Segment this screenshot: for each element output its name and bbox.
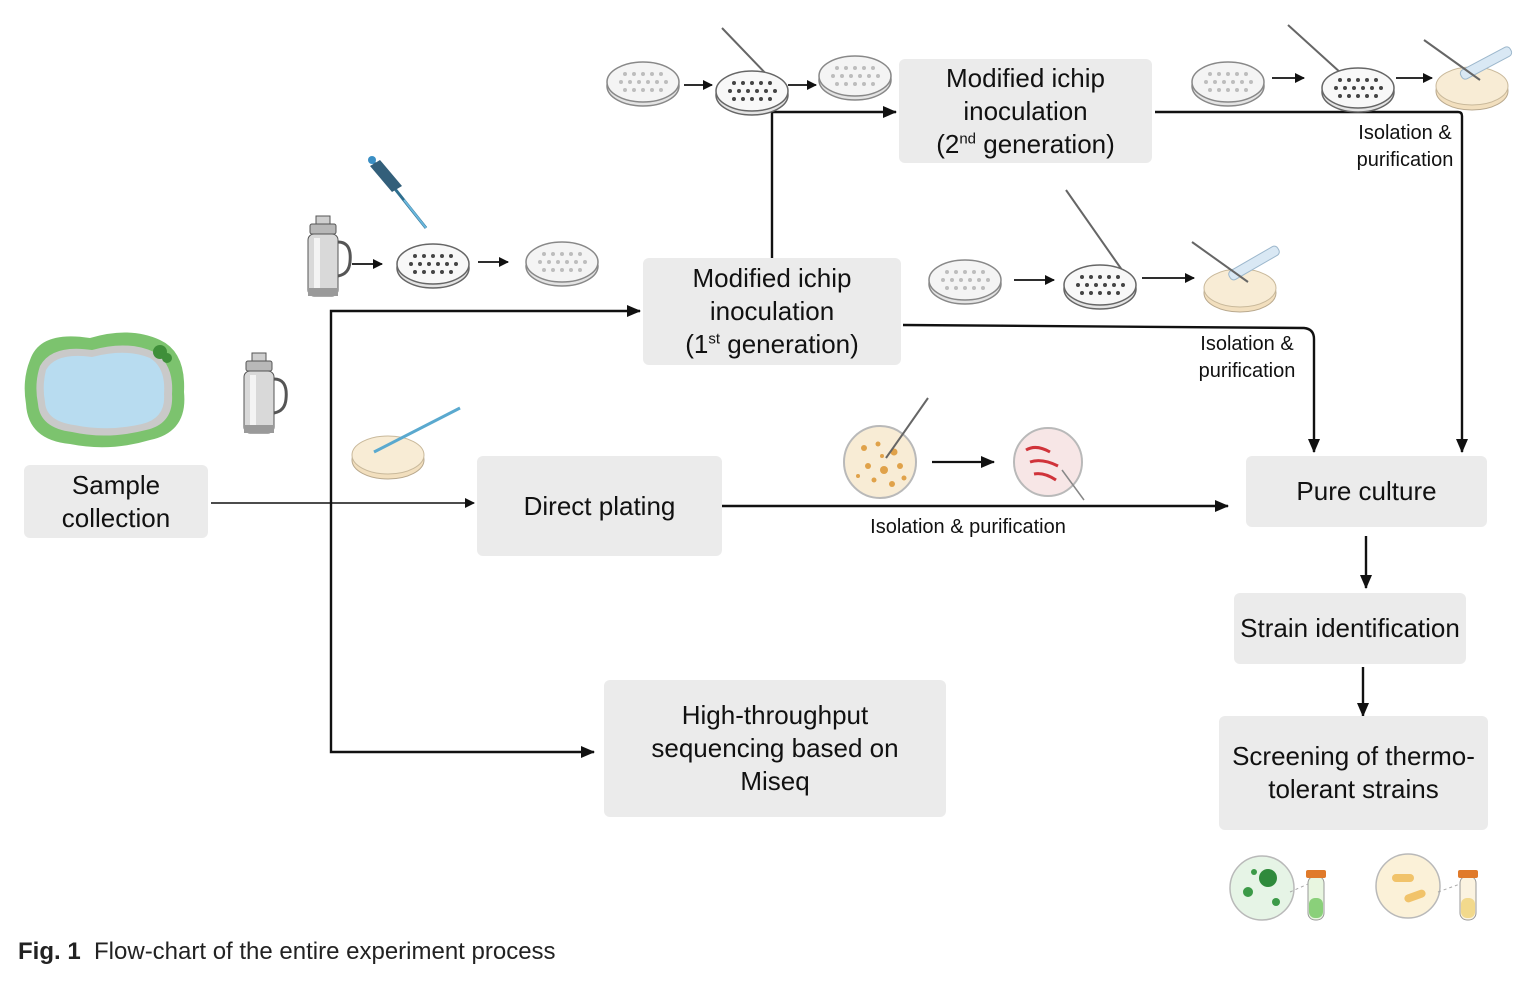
box-text: sequencing based on [651,733,899,763]
box-text: generation) [976,128,1115,159]
arrow-ichip-2nd-to-pure-culture [1155,110,1468,453]
box-text: Pure culture [1296,476,1437,506]
ichip-plate-icon [396,243,470,289]
arrow-to-high-throughput [329,503,595,758]
ichip-plate-icon [1321,67,1395,113]
box-text: High-throughput [681,700,869,730]
label-text: Isolation & purification [870,516,1066,538]
screening-green-plate-icon [1229,855,1295,921]
thermos-icon [306,214,352,298]
box-text: Sample [71,469,161,500]
box-text: (2 [936,128,960,159]
ichip-2nd-generation-box: Modified ichip inoculation (2nd generati… [899,59,1152,163]
ichip-1st-generation-box: Modified ichip inoculation (1st generati… [643,258,901,365]
box-text: Modified ichip [946,62,1105,93]
arrow-ichip-1st-to-pure-culture [902,323,1320,453]
box-text: Miseq [740,766,810,796]
ichip-plate-icon [928,259,1002,305]
ichip-plate-icon [715,70,789,116]
high-throughput-sequencing-box: High-throughput sequencing based on Mise… [604,680,946,817]
box-text: tolerant strains [1268,774,1439,804]
streak-plate-icon [1013,427,1085,501]
sample-collection-box: Sample collection [24,465,208,538]
petri-dish-icon [1191,241,1280,313]
connectors [211,73,1468,758]
petri-dish-icon [351,406,461,480]
isolation-purification-label: Isolation & purification [848,514,1088,541]
box-text: (1 [685,329,709,359]
ichip-plate-icon [818,55,892,101]
figure-number: Fig. 1 [18,938,81,965]
screening-yellow-plate-icon [1375,853,1441,919]
figure-caption: Fig. 1 Flow-chart of the entire experime… [18,938,556,966]
arrow-ichip-1st-to-2nd [770,106,897,258]
thermos-icon [242,351,288,435]
ichip-plate-icon [525,241,599,287]
box-text: Direct plating [523,490,676,521]
pond-icon [24,332,185,448]
ichip-plate-icon [1191,61,1265,107]
colony-plate-icon [843,397,929,499]
label-text: Isolation & [1358,122,1452,144]
box-text: generation) [720,329,859,359]
culture-tube-icon [1437,870,1478,921]
box-text: Screening of thermo- [1232,741,1475,771]
label-text: Isolation & [1200,333,1294,355]
isolation-purification-label: Isolation & purification [1340,120,1470,174]
box-text: collection [61,502,171,533]
superscript: nd [959,129,977,147]
superscript: st [708,330,721,348]
petri-dish-icon [1423,39,1513,111]
direct-plating-box: Direct plating [477,456,722,556]
ichip-plate-icon [606,61,680,107]
isolation-purification-label: Isolation & purification [1182,331,1312,385]
pipette-icon [368,156,428,229]
box-text: Strain identification [1240,613,1460,643]
label-text: purification [1198,360,1296,382]
strain-identification-box: Strain identification [1234,593,1466,664]
pure-culture-box: Pure culture [1246,456,1487,527]
caption-text: Flow-chart of the entire experiment proc… [94,938,556,965]
box-text: inoculation [709,296,835,326]
box-text: Modified ichip [692,263,852,293]
screening-box: Screening of thermo- tolerant strains [1219,716,1488,830]
label-text: purification [1356,149,1454,171]
inoculation-needle-icon [1065,189,1123,271]
inoculation-needle-icon [1287,24,1343,75]
arrow-to-ichip-1st [329,305,641,503]
ichip-plate-icon [1063,264,1137,310]
culture-tube-icon [1289,870,1326,921]
box-text: inoculation [963,95,1088,126]
inoculation-needle-icon [721,27,771,79]
